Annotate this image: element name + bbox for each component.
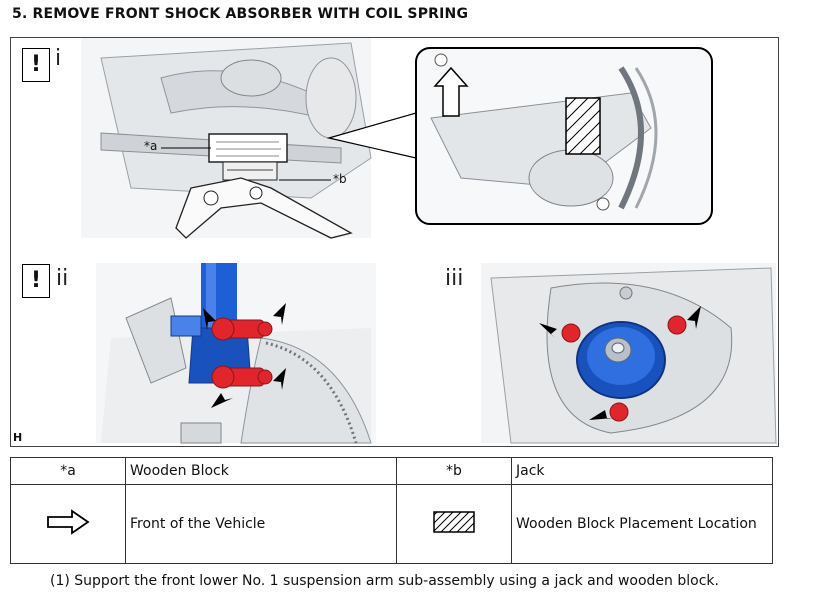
panel-iii-illustration: [481, 263, 777, 444]
legend-row: Front of the Vehicle Wooden Block Placem…: [10, 484, 773, 564]
hatched-rectangle-icon: [433, 511, 475, 533]
legend-text-placement: Wooden Block Placement Location: [511, 484, 773, 564]
figure-code: H: [13, 431, 23, 444]
instruction-note: (1) Support the front lower No. 1 suspen…: [50, 573, 719, 589]
legend-text-front: Front of the Vehicle: [125, 484, 397, 564]
legend-symbol-placement: [396, 484, 512, 564]
callout-label-a: *a: [144, 139, 158, 153]
section-title: 5. REMOVE FRONT SHOCK ABSORBER WITH COIL…: [12, 6, 469, 22]
legend-text-jack: Jack: [511, 457, 773, 485]
inset-illustration: [415, 47, 713, 225]
legend-text-wooden-block: Wooden Block: [125, 457, 397, 485]
step-label-ii: ii: [56, 266, 69, 291]
callout-label-b: *b: [333, 172, 347, 186]
illustration: [81, 38, 777, 444]
legend-symbol-front: [10, 484, 126, 564]
legend-symbol-b: *b: [396, 457, 512, 485]
panel-i-illustration: [81, 38, 417, 239]
panel-ii-illustration: [96, 263, 376, 444]
legend-table: *a Wooden Block *b Jack Front of the Veh…: [10, 457, 773, 564]
caution-mark-i: !: [22, 48, 50, 82]
front-arrow-icon: [47, 509, 90, 535]
caution-mark-ii: !: [22, 264, 50, 298]
legend-row: *a Wooden Block *b Jack: [10, 457, 773, 485]
step-label-i: i: [55, 46, 62, 71]
procedure-figure: ! i ! ii iii *a *b H: [10, 37, 779, 447]
legend-symbol-a: *a: [10, 457, 126, 485]
step-label-iii: iii: [445, 266, 464, 291]
